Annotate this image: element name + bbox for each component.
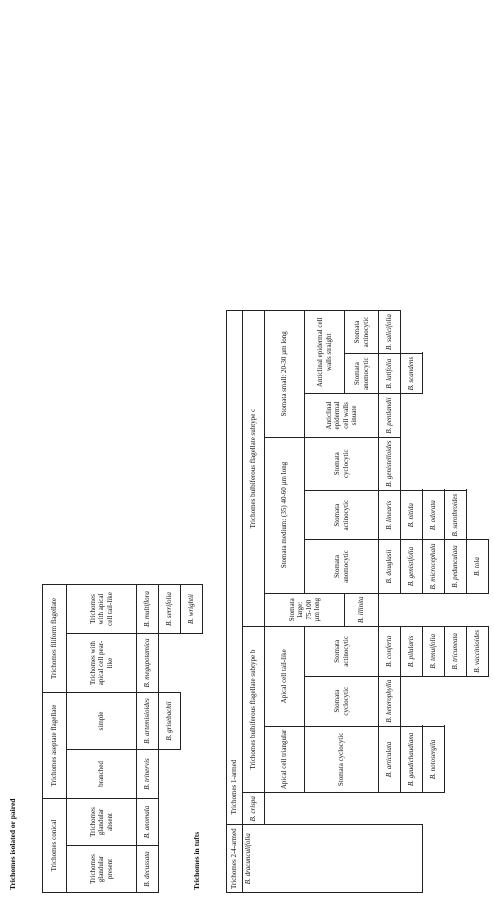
species-cell: B. douglasii (378, 540, 401, 594)
heading-isolated-or-paired: Trichomes isolated or paired (8, 798, 17, 890)
header-anticlinal-sinuate: Anticlinal epidermal cell walls sinuate (304, 393, 379, 438)
header-stomata-medium: Stomata medium: (35) 40-60 µm long (264, 437, 305, 594)
species-cell: B. genistelloides (378, 437, 401, 491)
header-subtype-b: Trichomes bulbiferous flagellate subtype… (242, 626, 265, 793)
species-cell: B. notosergila (422, 726, 445, 793)
species-cell: B. trinervis (136, 749, 159, 799)
species-cell: B. tenuifolia (422, 626, 445, 677)
species-cell: B. odorata (422, 490, 445, 540)
header-stomata-cyclocytic: Stomata cyclocytic (304, 676, 379, 727)
header-glandular-absent: Trichomes glandular absent (66, 798, 137, 846)
header-apical-tail: Apical cell tail-like (264, 626, 305, 727)
header-stomata-actinocytic: Stomata actinocytic (304, 626, 379, 677)
species-cell: B. gaudichaudiana (400, 726, 423, 793)
header-subtype-c: Trichomes bulbiferous flagellate subtype… (242, 310, 265, 627)
header-stomata-cyclocytic: Stomata cyclocytic (304, 726, 379, 793)
header-glandular-present: Trichomes glandular present (66, 845, 137, 893)
species-cell: B. grisebachii (158, 692, 181, 750)
species-cell: B. crispa (242, 792, 265, 825)
table-in-tufts: Trichomes 2-4-armed Trichomes 1-armed B.… (226, 310, 489, 893)
header-1-armed: Trichomes 1-armed (226, 310, 243, 825)
header-stomata-anomocytic: Stomata anomocytic (344, 353, 379, 394)
species-cell: B. megapotamica (136, 633, 159, 693)
header-tail-like: Trichomes with apical cell tail-like (66, 584, 137, 634)
species-cell: B. heterophylla (378, 676, 401, 727)
header-pear-like: Trichomes with apical cell pear-like (66, 633, 137, 693)
species-cell: B. pedunculata (444, 540, 467, 594)
header-branched: branched (66, 749, 137, 799)
species-cell: B. nitida (400, 490, 423, 540)
header-stomata-actinocytic: Stomata actinocytic (344, 310, 379, 354)
species-cell: B. sarothroides (444, 490, 467, 540)
heading-in-tufts: Trichomes in tufts (192, 831, 201, 890)
species-cell: B. tricuneata (444, 626, 467, 677)
header-stomata-actinocytic: Stomata actinocytic (304, 490, 379, 540)
header-stomata-small: Stomata small: 20-30 µm long (264, 310, 305, 438)
species-cell: B. multiflora (136, 584, 159, 634)
header-2-4-armed: Trichomes 2-4-armed (226, 824, 243, 893)
species-cell: B. decussata (136, 845, 159, 893)
header-apical-triangular: Apical cell triangular (264, 726, 305, 793)
species-cell: B. pilularis (400, 626, 423, 677)
species-cell: B. conferta (378, 626, 401, 677)
species-cell: B. genistifolia (400, 540, 423, 594)
header-simple: simple (66, 692, 137, 750)
species-cell: B. articulata (378, 726, 401, 793)
header-conical: Trichomes conical (42, 798, 67, 893)
species-cell: B. tola (466, 540, 489, 594)
header-aseptate: Trichomes aseptate flagellate (42, 692, 67, 799)
header-filiform: Trichomes filiform flagellate (42, 584, 67, 693)
header-stomata-anomocytic: Stomata anomocytic (304, 540, 379, 594)
species-cell: B. wrightii (180, 584, 203, 634)
species-cell: B. dracunculifolia (242, 824, 423, 893)
species-cell: B. pentlandii (378, 393, 401, 438)
species-cell: B. vaccinioides (466, 626, 489, 677)
species-cell: B. illinita (344, 593, 379, 627)
species-cell: B. linearis (378, 490, 401, 540)
header-stomata-large: Stomata large: 75-100 µm long (264, 593, 345, 627)
species-cell: B. anomala (136, 798, 159, 846)
species-cell: B. latifolia (378, 353, 401, 394)
header-stomata-cyclocytic: Stomata cyclocytic (304, 437, 379, 491)
species-cell: B. scandens (400, 353, 423, 394)
species-cell: B. serrifolia (158, 584, 181, 634)
table-isolated-or-paired: Trichomes conical Trichomes aseptate fla… (42, 584, 203, 893)
species-cell: B. artemisioides (136, 692, 159, 750)
species-cell: B. microcephala (422, 540, 445, 594)
header-anticlinal-straight: Anticlinal epidermal cell walls straight (304, 310, 345, 394)
species-cell: B. salicifolia (378, 310, 401, 354)
